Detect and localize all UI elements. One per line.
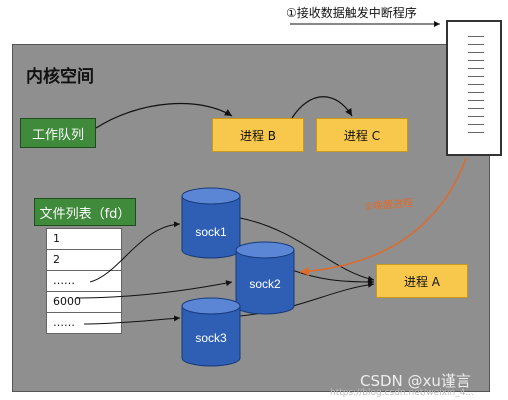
card-line bbox=[468, 84, 484, 85]
watermark: CSDN @xu谨言 bbox=[360, 372, 471, 390]
card-line bbox=[468, 92, 484, 93]
card-line bbox=[468, 68, 484, 69]
process-b: 进程 B bbox=[212, 118, 304, 152]
card-line bbox=[468, 60, 484, 61]
fd-list: 1 2 …… 6000 …… bbox=[46, 228, 122, 334]
watermark-url: https://blog.csdn.net/weixin_4... bbox=[330, 388, 475, 398]
process-c: 进程 C bbox=[316, 118, 408, 152]
card-line bbox=[468, 76, 484, 77]
card-line bbox=[468, 52, 484, 53]
card-line bbox=[468, 124, 484, 125]
interrupt-trigger-label: ①接收数据触发中断程序 bbox=[286, 6, 417, 20]
card-line bbox=[468, 100, 484, 101]
fd-row: 6000 bbox=[47, 292, 121, 313]
fd-row: …… bbox=[53, 316, 75, 329]
kernel-title: 内核空间 bbox=[26, 67, 94, 87]
card-line bbox=[468, 132, 484, 133]
card-line bbox=[468, 108, 484, 109]
fd-row: 1 bbox=[47, 229, 121, 250]
process-a: 进程 A bbox=[376, 264, 468, 298]
fd-list-title: 文件列表（fd） bbox=[34, 198, 136, 226]
fd-row: 2 bbox=[47, 250, 121, 271]
interrupt-card bbox=[446, 20, 502, 156]
fd-row: …… bbox=[47, 271, 121, 292]
card-line bbox=[468, 116, 484, 117]
card-line bbox=[468, 36, 484, 37]
card-line bbox=[468, 44, 484, 45]
work-queue: 工作队列 bbox=[20, 118, 96, 148]
